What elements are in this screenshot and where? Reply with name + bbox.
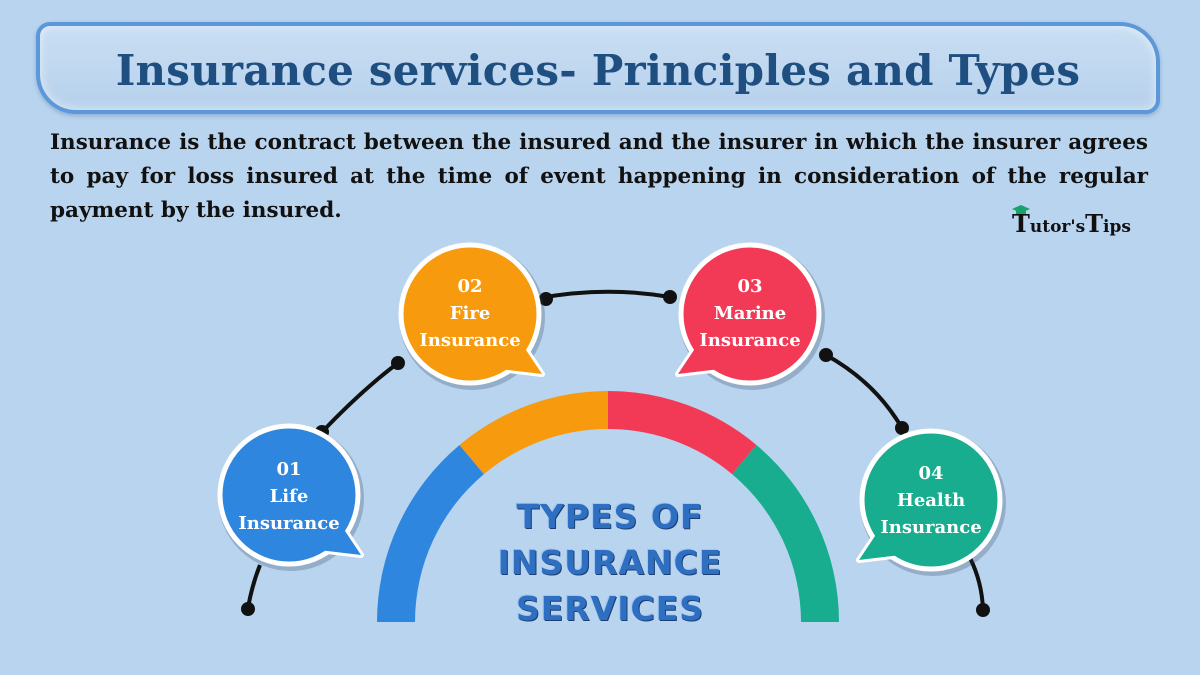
speech-bubble [217,423,364,571]
bubble-life-insurance: 01 Life Insurance [219,456,359,537]
connector-dot [895,421,909,435]
type-number: 03 [737,276,763,297]
connector-line [539,289,671,300]
center-label-line: SERVICES [515,589,705,628]
type-number: 04 [918,463,944,484]
connector-dot [663,290,677,304]
bubble-health-insurance: 04 Health Insurance [861,460,1001,541]
connector-dot [976,603,990,617]
arc-segment [459,391,608,475]
type-label: Fire [449,303,491,324]
type-label: Insurance [699,330,801,351]
page-title: Insurance services- Principles and Types [115,46,1081,95]
arc-segment [608,391,757,475]
title-banner: Insurance services- Principles and Types [36,22,1160,114]
type-label: Life [269,486,309,507]
connector-line [320,361,400,434]
type-number: 01 [276,459,302,480]
speech-bubble [675,242,825,390]
arc-segment [732,445,839,622]
description-text: Insurance is the contract between the in… [50,130,1148,223]
connector-line [968,557,985,611]
tutors-tips-logo: Tutor'sTips [1012,209,1131,238]
bubble-fire-insurance: 02 Fire Insurance [400,273,540,354]
graduation-cap-icon [1012,205,1030,215]
bubble-marine-insurance: 03 Marine Insurance [680,273,820,354]
speech-bubble [856,428,1006,576]
connector-dot [241,602,255,616]
type-label: Insurance [880,517,982,538]
arc-segment [377,445,484,622]
speech-bubble [398,242,545,390]
type-label: Health [896,490,966,511]
type-label: Marine [713,303,787,324]
connector-dot [391,356,405,370]
connector-line [246,564,262,609]
center-label-line: TYPES OF [516,497,704,536]
connector-line [825,353,904,430]
type-label: Insurance [419,330,521,351]
type-number: 02 [457,276,483,297]
center-label-line: INSURANCE [497,543,723,582]
center-label: TYPES OF INSURANCE SERVICES [470,494,750,632]
connector-dot [819,348,833,362]
type-label: Insurance [238,513,340,534]
connector-dot [539,292,553,306]
